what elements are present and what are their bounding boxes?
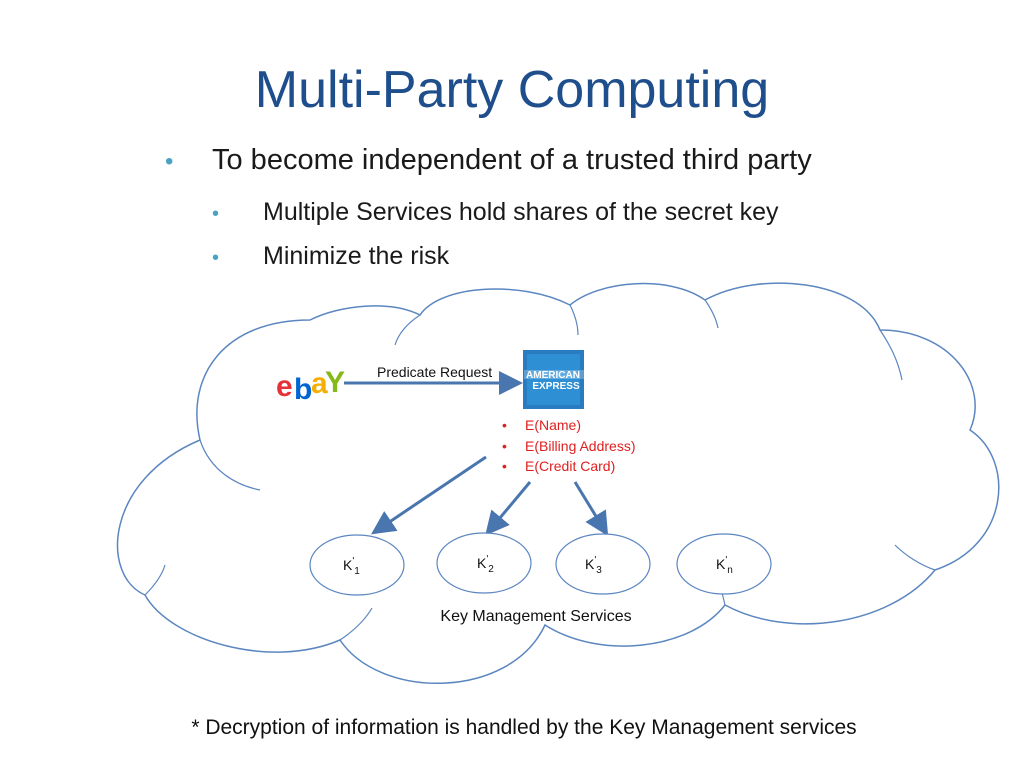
encrypted-item: E(Billing Address) [525, 438, 636, 454]
svg-text:K'n: K'n [716, 555, 733, 576]
sub-bullet-1: • Multiple Services hold shares of the se… [212, 198, 779, 227]
key-prime: ' [594, 555, 596, 566]
footnote: * Decryption of information is handled b… [191, 716, 857, 739]
list-bullet: • [502, 417, 507, 433]
bullet-dot: • [212, 203, 220, 225]
key-prime: ' [352, 556, 354, 567]
encrypted-item: E(Name) [525, 417, 581, 433]
bullet-main: • To become independent of a trusted thir… [165, 144, 812, 177]
encrypted-item: E(Credit Card) [525, 458, 615, 474]
key-prime: ' [725, 555, 727, 566]
key-prime: ' [486, 554, 488, 565]
svg-text:K'2: K'2 [477, 554, 494, 575]
key-letter: K [343, 557, 353, 573]
key-subscript: 3 [596, 565, 602, 576]
amex-text-line-2: EXPRESS [532, 381, 580, 392]
sub-bullet-text: Minimize the risk [263, 242, 450, 270]
arrow-to-k3 [573, 481, 609, 537]
encrypted-items-list: • E(Name) • E(Billing Address) • E(Credi… [502, 417, 636, 474]
key-subscript: n [727, 565, 733, 576]
arrow-to-k1 [371, 455, 487, 535]
bullet-dot: • [212, 247, 220, 269]
bullet-dot: • [165, 148, 174, 175]
key-letter: K [716, 556, 726, 572]
ebay-letter-a: a [311, 367, 328, 400]
amex-logo: AMERICAN EXPRESS [523, 350, 584, 409]
key-letter: K [585, 556, 595, 572]
sub-bullet-text: Multiple Services hold shares of the sec… [263, 198, 779, 226]
amex-text-line-1: AMERICAN [526, 370, 580, 381]
request-label: Predicate Request [377, 364, 492, 380]
ebay-letter-e: e [276, 370, 293, 403]
services-label: Key Management Services [440, 608, 631, 625]
key-node-k3: K'3 [555, 533, 651, 595]
key-subscript: 1 [354, 566, 360, 577]
svg-text:K'3: K'3 [585, 555, 602, 576]
key-subscript: 2 [488, 564, 494, 575]
key-node-k2: K'2 [436, 532, 532, 594]
bullet-main-text: To become independent of a trusted third… [212, 144, 812, 176]
list-bullet: • [502, 438, 507, 454]
key-node-k1: K'1 [309, 534, 405, 596]
svg-text:K'1: K'1 [343, 556, 360, 577]
list-bullet: • [502, 458, 507, 474]
ebay-letter-y: Y [325, 366, 345, 399]
arrow-to-k2 [485, 481, 532, 536]
ebay-logo: e b a Y [276, 366, 345, 406]
ebay-letter-b: b [294, 373, 312, 406]
slide-title: Multi-Party Computing [254, 61, 770, 119]
sub-bullet-2: • Minimize the risk [212, 242, 449, 271]
key-letter: K [477, 555, 487, 571]
key-node-kn: K'n [676, 533, 772, 595]
